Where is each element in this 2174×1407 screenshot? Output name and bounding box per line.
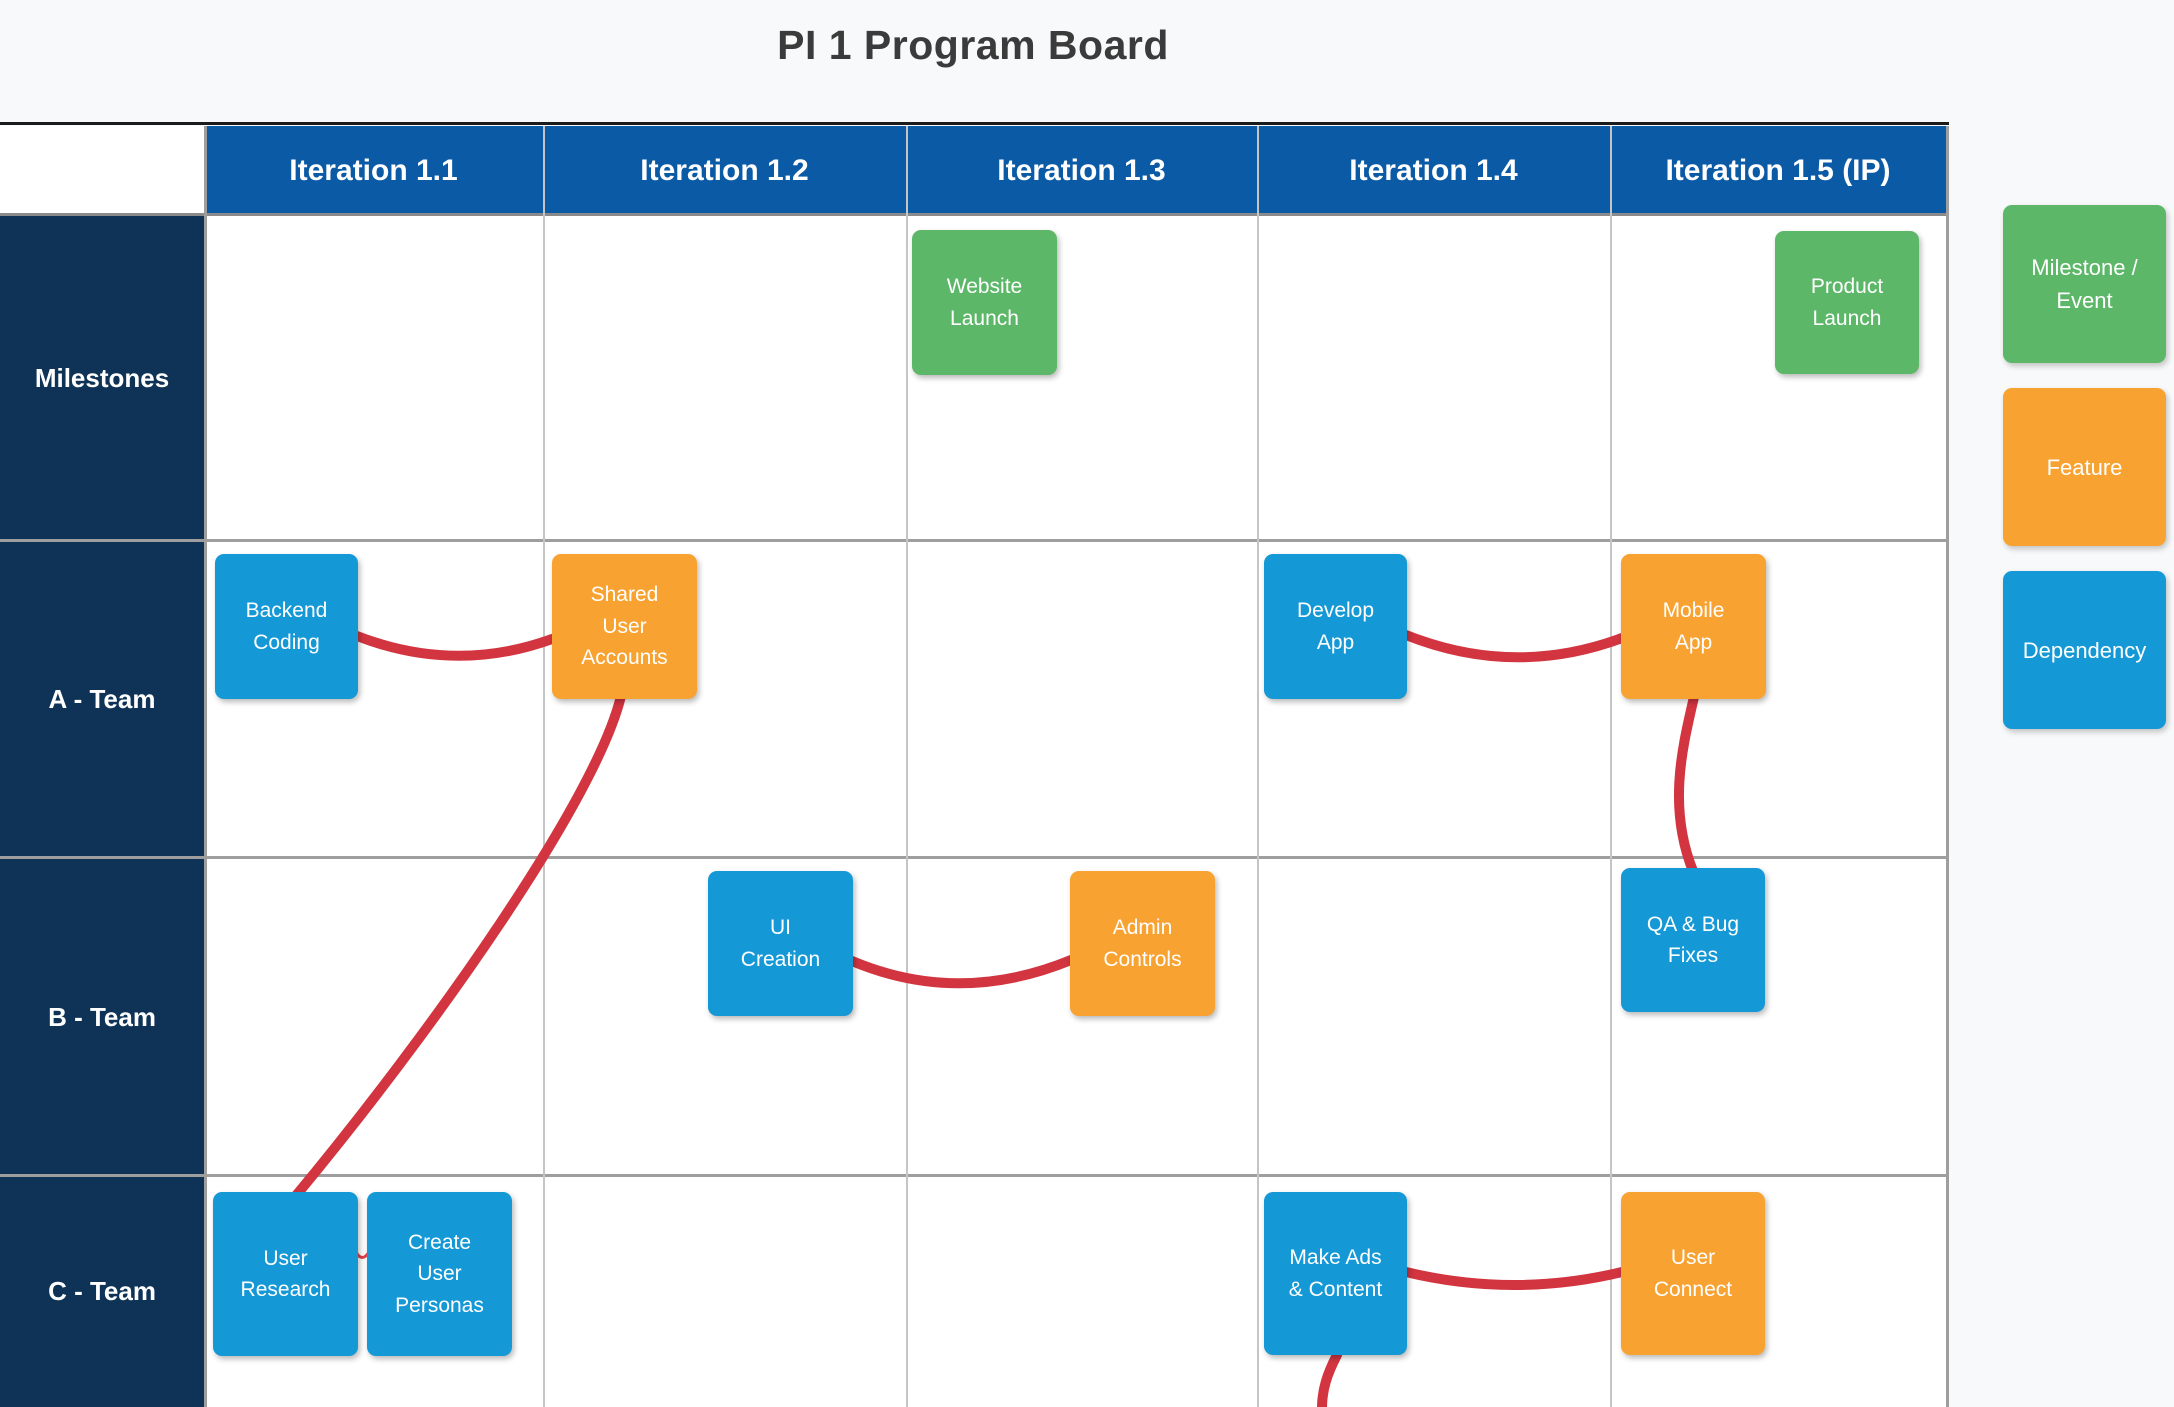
card-admin-controls[interactable]: Admin Controls [1070, 871, 1215, 1016]
column-divider-1 [543, 126, 545, 1407]
label-column-divider [204, 126, 207, 1407]
card-user-research[interactable]: User Research [213, 1192, 358, 1356]
legend-milestone-event[interactable]: Milestone / Event [2003, 205, 2166, 363]
column-divider-2 [906, 126, 908, 1407]
card-mobile-app[interactable]: Mobile App [1621, 554, 1766, 699]
row-divider-1 [0, 539, 1949, 542]
card-ui-creation[interactable]: UI Creation [708, 871, 853, 1016]
column-header-iteration-1-5: Iteration 1.5 (IP) [1665, 153, 1891, 187]
legend-dependency[interactable]: Dependency [2003, 571, 2166, 729]
page-title: PI 1 Program Board [777, 22, 1169, 68]
card-shared-user-accounts[interactable]: Shared User Accounts [552, 554, 697, 699]
row-label-b-team: B - Team [0, 858, 204, 1176]
card-website-launch[interactable]: Website Launch [912, 230, 1057, 375]
card-develop-app[interactable]: Develop App [1264, 554, 1407, 699]
column-header-iteration-1-4: Iteration 1.4 [1349, 153, 1518, 187]
column-divider-4 [1610, 126, 1612, 1407]
row-divider-3 [0, 1174, 1949, 1177]
board-top-border [0, 122, 1949, 125]
column-header-iteration-1-2: Iteration 1.2 [640, 153, 809, 187]
board-right-border [1946, 126, 1949, 1407]
header-bottom-border [0, 213, 1949, 216]
card-create-user-personas[interactable]: Create User Personas [367, 1192, 512, 1356]
header-row-background [204, 126, 1946, 215]
card-product-launch[interactable]: Product Launch [1775, 231, 1919, 374]
row-label-a-team: A - Team [0, 541, 204, 858]
card-user-connect[interactable]: User Connect [1621, 1192, 1765, 1355]
card-backend-coding[interactable]: Backend Coding [215, 554, 358, 699]
card-make-ads-content[interactable]: Make Ads & Content [1264, 1192, 1407, 1355]
row-divider-2 [0, 856, 1949, 859]
legend-feature[interactable]: Feature [2003, 388, 2166, 546]
column-header-iteration-1-3: Iteration 1.3 [997, 153, 1166, 187]
column-divider-3 [1257, 126, 1259, 1407]
column-header-iteration-1-1: Iteration 1.1 [289, 153, 458, 187]
card-qa-bug-fixes[interactable]: QA & Bug Fixes [1621, 868, 1765, 1012]
row-label-c-team: C - Team [0, 1176, 204, 1407]
row-label-milestones: Milestones [0, 215, 204, 541]
